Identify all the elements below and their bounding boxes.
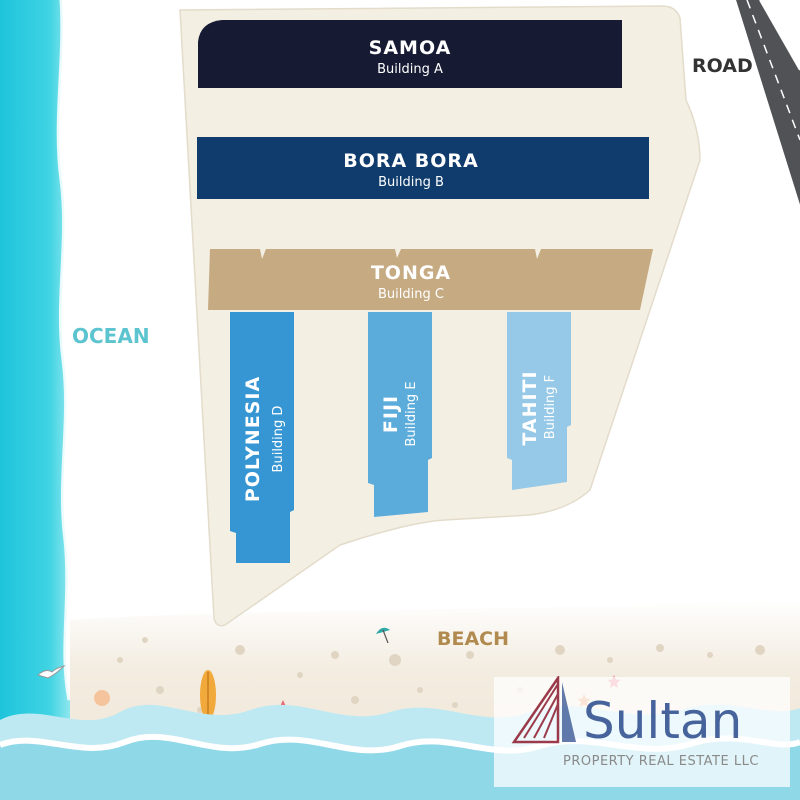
building-d-name: POLYNESIA — [242, 375, 264, 503]
building-c-block[interactable] — [208, 249, 653, 310]
seagull-icon — [36, 665, 66, 679]
surfboard-icon — [200, 670, 216, 720]
brand-name: Sultan — [583, 692, 743, 750]
building-a-subtitle: Building A — [377, 62, 443, 77]
ocean-area — [0, 0, 70, 800]
building-a-name: SAMOA — [368, 37, 452, 59]
building-e-subtitle: Building E — [404, 381, 419, 447]
ocean-label: OCEAN — [72, 324, 150, 348]
watermark-panel — [494, 677, 790, 787]
building-f-block[interactable] — [507, 312, 571, 490]
building-c-name: TONGA — [370, 262, 452, 284]
umbrella-icon — [376, 627, 390, 644]
building-b-subtitle: Building B — [378, 175, 444, 190]
sail-logo-icon — [511, 676, 576, 744]
building-e-block[interactable] — [368, 312, 432, 517]
building-b-name: BORA BORA — [343, 150, 479, 172]
building-d-subtitle: Building D — [271, 405, 286, 473]
shoreline-foam — [56, 0, 73, 701]
building-b-block[interactable] — [197, 137, 649, 199]
road — [734, 0, 800, 209]
beach-label: BEACH — [437, 628, 510, 650]
building-e-name: FIJI — [380, 394, 402, 434]
building-c-subtitle: Building C — [378, 287, 444, 302]
building-f-name: TAHITI — [519, 370, 541, 446]
shell-icon — [94, 690, 110, 706]
building-f-subtitle: Building F — [543, 374, 558, 440]
building-d-block[interactable] — [230, 312, 294, 563]
brand-tagline: PROPERTY REAL ESTATE LLC — [563, 754, 759, 769]
road-label: ROAD — [692, 55, 753, 77]
building-a-block[interactable] — [198, 20, 622, 88]
